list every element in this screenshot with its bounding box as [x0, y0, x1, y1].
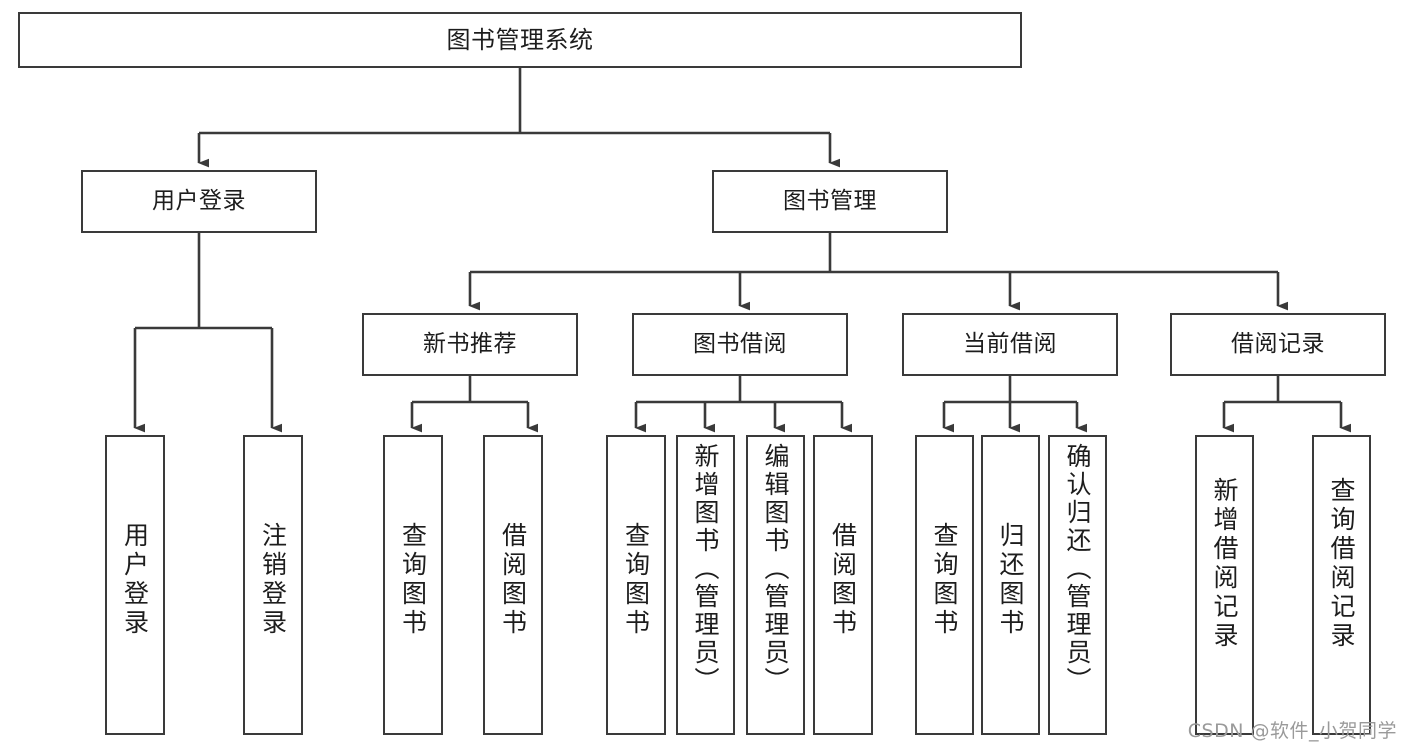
leaf-borrow-query-book[interactable]: 查询图书	[606, 435, 666, 735]
leaf-recommend-borrow-book[interactable]: 借阅图书	[483, 435, 543, 735]
node-user-login[interactable]: 用户登录	[81, 170, 317, 233]
leaf-user-login-signin-label: 用户登录	[120, 522, 150, 638]
node-book-borrow-label: 图书借阅	[693, 331, 787, 358]
node-user-login-label: 用户登录	[152, 188, 246, 215]
leaf-borrow-edit-book[interactable]: 编辑图书（管理员）	[746, 435, 805, 735]
leaf-current-query-book-label: 查询图书	[930, 522, 959, 638]
leaf-current-query-book[interactable]: 查询图书	[915, 435, 974, 735]
leaf-record-add-record[interactable]: 新增借阅记录	[1195, 435, 1254, 735]
leaf-recommend-query-book[interactable]: 查询图书	[383, 435, 443, 735]
node-book-borrow[interactable]: 图书借阅	[632, 313, 848, 376]
leaf-record-add-record-label: 新增借阅记录	[1210, 477, 1239, 651]
leaf-current-confirm-return-label: 确认归还（管理员）	[1063, 443, 1092, 695]
leaf-borrow-edit-book-label: 编辑图书（管理员）	[761, 443, 790, 695]
leaf-current-return-book[interactable]: 归还图书	[981, 435, 1040, 735]
leaf-borrow-add-book[interactable]: 新增图书（管理员）	[676, 435, 735, 735]
leaf-borrow-borrow-book[interactable]: 借阅图书	[813, 435, 873, 735]
node-current-borrow-label: 当前借阅	[963, 331, 1057, 358]
node-borrow-record-label: 借阅记录	[1231, 331, 1325, 358]
leaf-record-query-record[interactable]: 查询借阅记录	[1312, 435, 1371, 735]
node-root-label: 图书管理系统	[446, 26, 594, 54]
node-current-borrow[interactable]: 当前借阅	[902, 313, 1118, 376]
leaf-user-login-signin[interactable]: 用户登录	[105, 435, 165, 735]
leaf-borrow-borrow-book-label: 借阅图书	[828, 522, 858, 638]
leaf-record-query-record-label: 查询借阅记录	[1327, 477, 1356, 651]
leaf-recommend-query-book-label: 查询图书	[398, 522, 428, 638]
node-root[interactable]: 图书管理系统	[18, 12, 1022, 68]
leaf-recommend-borrow-book-label: 借阅图书	[498, 522, 528, 638]
leaf-user-login-signout-label: 注销登录	[258, 522, 288, 638]
leaf-current-confirm-return[interactable]: 确认归还（管理员）	[1048, 435, 1107, 735]
leaf-current-return-book-label: 归还图书	[996, 522, 1025, 638]
node-borrow-record[interactable]: 借阅记录	[1170, 313, 1386, 376]
leaf-borrow-add-book-label: 新增图书（管理员）	[691, 443, 720, 695]
node-book-management[interactable]: 图书管理	[712, 170, 948, 233]
csdn-watermark: CSDN @软件_小贺同学	[1187, 720, 1397, 742]
node-new-book-recommend-label: 新书推荐	[423, 331, 517, 358]
leaf-borrow-query-book-label: 查询图书	[621, 522, 651, 638]
node-book-management-label: 图书管理	[783, 188, 877, 215]
leaf-user-login-signout[interactable]: 注销登录	[243, 435, 303, 735]
node-new-book-recommend[interactable]: 新书推荐	[362, 313, 578, 376]
